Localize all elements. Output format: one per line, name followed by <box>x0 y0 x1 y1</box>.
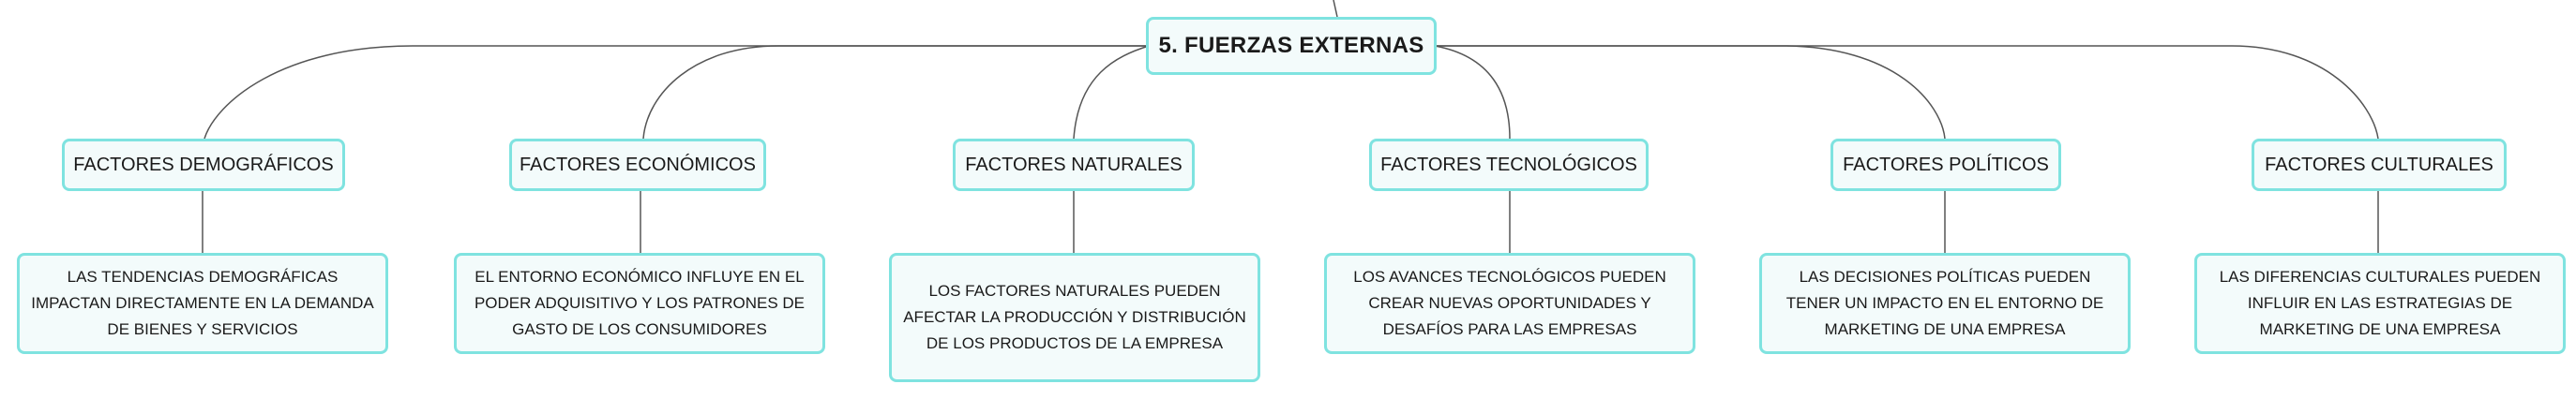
category-node-culturales[interactable]: FACTORES CULTURALES <box>2252 139 2507 191</box>
category-node-economicos[interactable]: FACTORES ECONÓMICOS <box>509 139 766 191</box>
connector-root-naturales <box>1073 45 1150 140</box>
category-label: FACTORES CULTURALES <box>2265 154 2493 175</box>
connector-root-culturales <box>1435 45 2379 140</box>
connector-root-economicos <box>642 45 1149 140</box>
description-text: LAS TENDENCIAS DEMOGRÁFICAS IMPACTAN DIR… <box>31 268 374 338</box>
description-text: EL ENTORNO ECONÓMICO INFLUYE EN EL PODER… <box>474 268 806 338</box>
category-label: FACTORES DEMOGRÁFICOS <box>73 154 334 175</box>
category-node-naturales[interactable]: FACTORES NATURALES <box>953 139 1195 191</box>
category-node-politicos[interactable]: FACTORES POLÍTICOS <box>1830 139 2061 191</box>
description-text: LOS AVANCES TECNOLÓGICOS PUEDEN CREAR NU… <box>1353 268 1666 338</box>
description-text: LOS FACTORES NATURALES PUEDEN AFECTAR LA… <box>903 282 1246 352</box>
category-label: FACTORES ECONÓMICOS <box>520 154 756 175</box>
category-label: FACTORES POLÍTICOS <box>1843 154 2049 175</box>
description-node-politicos[interactable]: LAS DECISIONES POLÍTICAS PUEDEN TENER UN… <box>1759 253 2131 354</box>
description-text: LAS DIFERENCIAS CULTURALES PUEDEN INFLUI… <box>2219 268 2541 338</box>
connector-root-tecnologicos <box>1434 45 1511 140</box>
connector-root-demograficos <box>203 45 1149 140</box>
description-node-tecnologicos[interactable]: LOS AVANCES TECNOLÓGICOS PUEDEN CREAR NU… <box>1324 253 1695 354</box>
description-node-culturales[interactable]: LAS DIFERENCIAS CULTURALES PUEDEN INFLUI… <box>2194 253 2566 354</box>
root-node[interactable]: 5. FUERZAS EXTERNAS <box>1146 17 1437 75</box>
description-node-demograficos[interactable]: LAS TENDENCIAS DEMOGRÁFICAS IMPACTAN DIR… <box>17 253 388 354</box>
connector-root-politicos <box>1435 45 1946 140</box>
connector-root-parent <box>1333 0 1338 18</box>
description-node-naturales[interactable]: LOS FACTORES NATURALES PUEDEN AFECTAR LA… <box>889 253 1260 382</box>
category-label: FACTORES TECNOLÓGICOS <box>1380 154 1637 175</box>
category-node-tecnologicos[interactable]: FACTORES TECNOLÓGICOS <box>1369 139 1649 191</box>
category-label: FACTORES NATURALES <box>965 154 1183 175</box>
category-node-demograficos[interactable]: FACTORES DEMOGRÁFICOS <box>62 139 345 191</box>
root-label: 5. FUERZAS EXTERNAS <box>1158 33 1424 58</box>
description-node-economicos[interactable]: EL ENTORNO ECONÓMICO INFLUYE EN EL PODER… <box>454 253 825 354</box>
description-text: LAS DECISIONES POLÍTICAS PUEDEN TENER UN… <box>1785 268 2104 338</box>
